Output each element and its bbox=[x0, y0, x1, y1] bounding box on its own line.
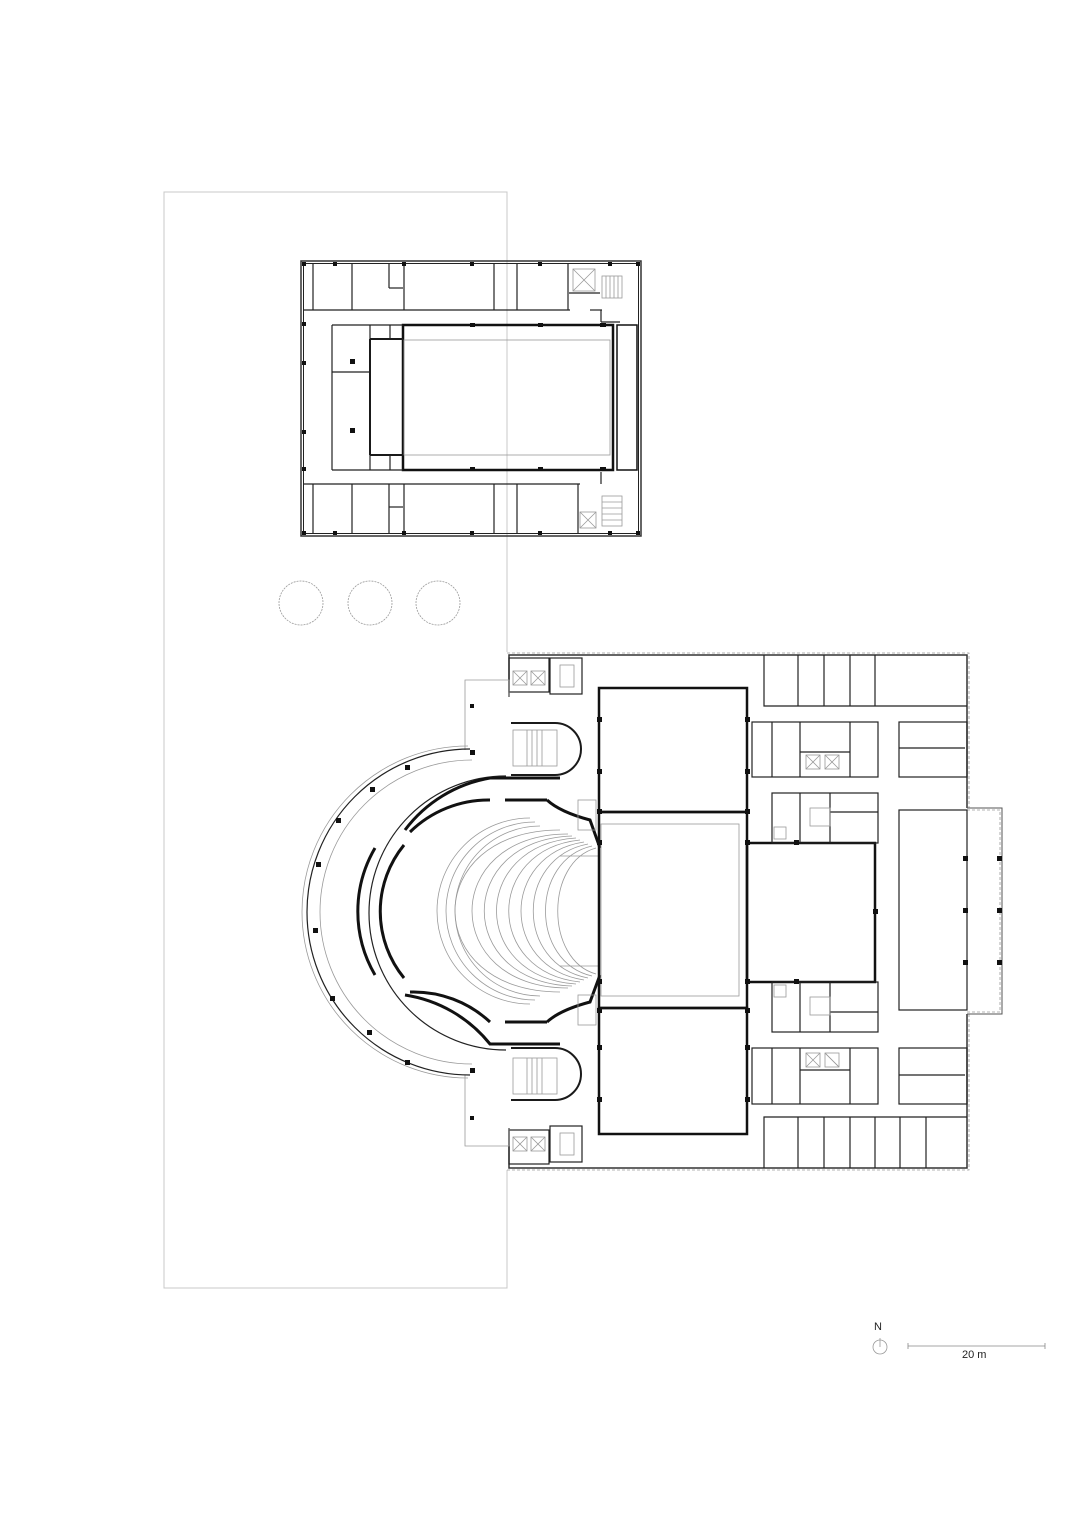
scale-bar-line bbox=[907, 1343, 1046, 1349]
scale-bar: 20 m bbox=[906, 1341, 1048, 1365]
south-block bbox=[301, 652, 1003, 1171]
plaza-circles bbox=[278, 580, 461, 626]
north-arrow: N bbox=[868, 1321, 892, 1357]
scale-bar-label: 20 m bbox=[962, 1349, 987, 1361]
north-block bbox=[300, 260, 642, 537]
north-label: N bbox=[874, 1321, 882, 1333]
north-arrow-icon bbox=[872, 1338, 888, 1355]
site-outline bbox=[163, 191, 508, 1289]
